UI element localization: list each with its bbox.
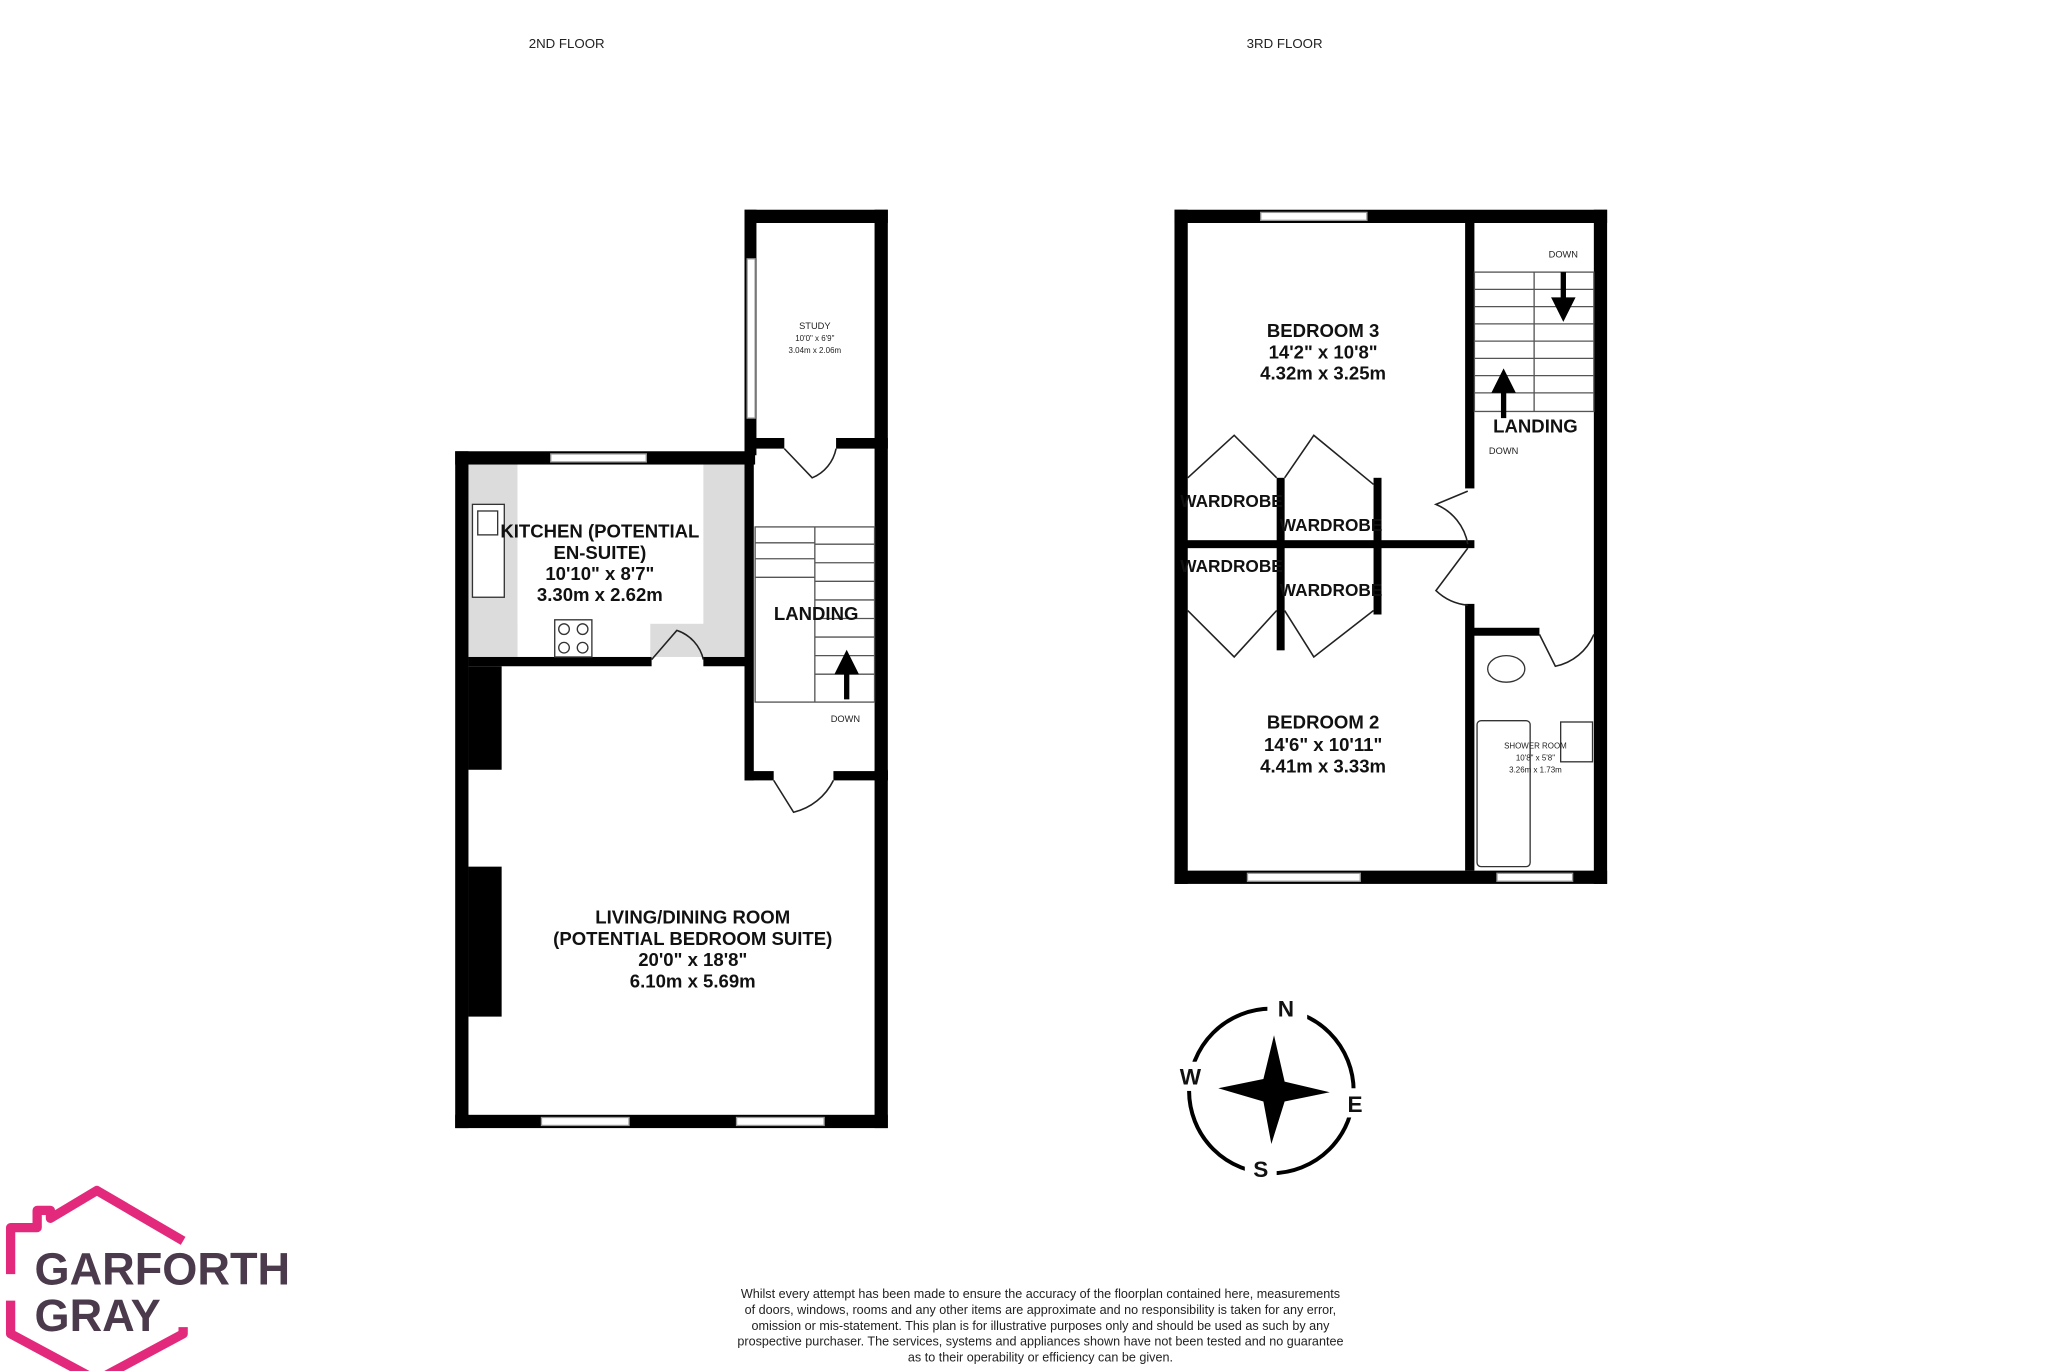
disclaimer: Whilst every attempt has been made to en… bbox=[737, 1287, 1343, 1365]
study-label: STUDY bbox=[799, 321, 830, 331]
kitchen-window bbox=[550, 453, 647, 463]
bedroom2-door bbox=[1434, 547, 1469, 607]
floor-title-2nd: 2ND FLOOR bbox=[529, 36, 605, 51]
shower-window bbox=[1496, 872, 1574, 882]
wardrobe-label: WARDROBE bbox=[1280, 580, 1383, 600]
wardrobe-label: WARDROBE bbox=[1280, 515, 1383, 535]
bedroom2-metric: 4.41m x 3.33m bbox=[1260, 755, 1386, 776]
landing-label: LANDING bbox=[774, 603, 859, 624]
logo-text-2: GRAY bbox=[35, 1290, 161, 1341]
study-imperial: 10'0" x 6'9" bbox=[795, 334, 834, 343]
living-label: LIVING/DINING ROOM bbox=[595, 907, 790, 928]
study-window bbox=[746, 258, 756, 419]
toilet-icon bbox=[1487, 654, 1526, 683]
study-door bbox=[783, 448, 837, 479]
shower-tray-icon bbox=[1476, 720, 1531, 868]
living-label-2: (POTENTIAL BEDROOM SUITE) bbox=[553, 928, 832, 949]
disclaimer-line: Whilst every attempt has been made to en… bbox=[741, 1287, 1340, 1301]
stairs-down-label: DOWN bbox=[1549, 250, 1578, 260]
disclaimer-line: of doors, windows, rooms and any other i… bbox=[745, 1303, 1337, 1317]
compass-n: N bbox=[1278, 997, 1294, 1022]
kitchen-imperial: 10'10" x 8'7" bbox=[545, 563, 654, 584]
compass-s: S bbox=[1253, 1157, 1268, 1182]
arrow-up-icon bbox=[834, 649, 859, 700]
staircase-3rd bbox=[1473, 271, 1595, 413]
bedroom3-metric: 4.32m x 3.25m bbox=[1260, 363, 1386, 384]
kitchen-label: KITCHEN (POTENTIAL bbox=[500, 521, 699, 542]
third-floor-plan: DOWN LANDING DOWN BEDROOM 3 14'2" x 10'8… bbox=[1174, 209, 1608, 884]
bedroom2-label: BEDROOM 2 bbox=[1267, 712, 1379, 733]
landing-3rd-label: LANDING bbox=[1493, 416, 1578, 437]
arrow-up-icon bbox=[1491, 368, 1516, 419]
second-floor-plan: STUDY 10'0" x 6'9" 3.04m x 2.06m KITCHEN… bbox=[455, 209, 888, 1129]
bedroom3-label: BEDROOM 3 bbox=[1267, 320, 1379, 341]
living-window bbox=[540, 1116, 630, 1127]
kitchen-metric: 3.30m x 2.62m bbox=[537, 584, 663, 605]
bedroom3-window bbox=[1260, 211, 1368, 222]
compass-w: W bbox=[1180, 1064, 1202, 1089]
disclaimer-line: prospective purchaser. The services, sys… bbox=[737, 1335, 1343, 1349]
disclaimer-line: omission or mis-statement. This plan is … bbox=[751, 1319, 1330, 1333]
bedroom2-window bbox=[1246, 872, 1361, 882]
living-window bbox=[735, 1116, 825, 1127]
disclaimer-line: as to their operability or efficiency ca… bbox=[908, 1351, 1173, 1365]
wardrobe-doors bbox=[1187, 434, 1375, 659]
chimney-breast bbox=[468, 866, 502, 1017]
compass-e: E bbox=[1347, 1092, 1362, 1117]
shower-imperial: 10'8" x 5'8" bbox=[1516, 753, 1555, 762]
bedroom2-imperial: 14'6" x 10'11" bbox=[1264, 734, 1382, 755]
basin-icon bbox=[1560, 721, 1594, 763]
hob-icon bbox=[554, 619, 593, 658]
study-metric: 3.04m x 2.06m bbox=[789, 346, 842, 355]
floor-title-3rd: 3RD FLOOR bbox=[1247, 36, 1323, 51]
stairs-down-label-2: DOWN bbox=[1489, 446, 1518, 456]
shower-label: SHOWER ROOM bbox=[1504, 742, 1567, 751]
compass-icon: N E S W bbox=[1173, 995, 1367, 1182]
wardrobe-label: WARDROBE bbox=[1180, 556, 1283, 576]
logo-text-1: GARFORTH bbox=[35, 1244, 291, 1295]
wardrobe-label: WARDROBE bbox=[1180, 491, 1283, 511]
bedroom3-imperial: 14'2" x 10'8" bbox=[1269, 341, 1378, 362]
kitchen-label-2: EN-SUITE) bbox=[553, 542, 646, 563]
stairs-down-label: DOWN bbox=[831, 714, 860, 724]
landing-door bbox=[773, 779, 835, 814]
shower-metric: 3.26m x 1.73m bbox=[1509, 765, 1562, 774]
living-imperial: 20'0" x 18'8" bbox=[638, 949, 747, 970]
shower-door bbox=[1538, 634, 1595, 668]
kitchen-door bbox=[651, 629, 705, 661]
garforth-gray-logo: GARFORTH GRAY bbox=[5, 1185, 291, 1371]
chimney-breast bbox=[468, 666, 502, 770]
arrow-down-icon bbox=[1551, 272, 1576, 322]
living-metric: 6.10m x 5.69m bbox=[630, 970, 756, 991]
bedroom3-door bbox=[1433, 490, 1469, 545]
